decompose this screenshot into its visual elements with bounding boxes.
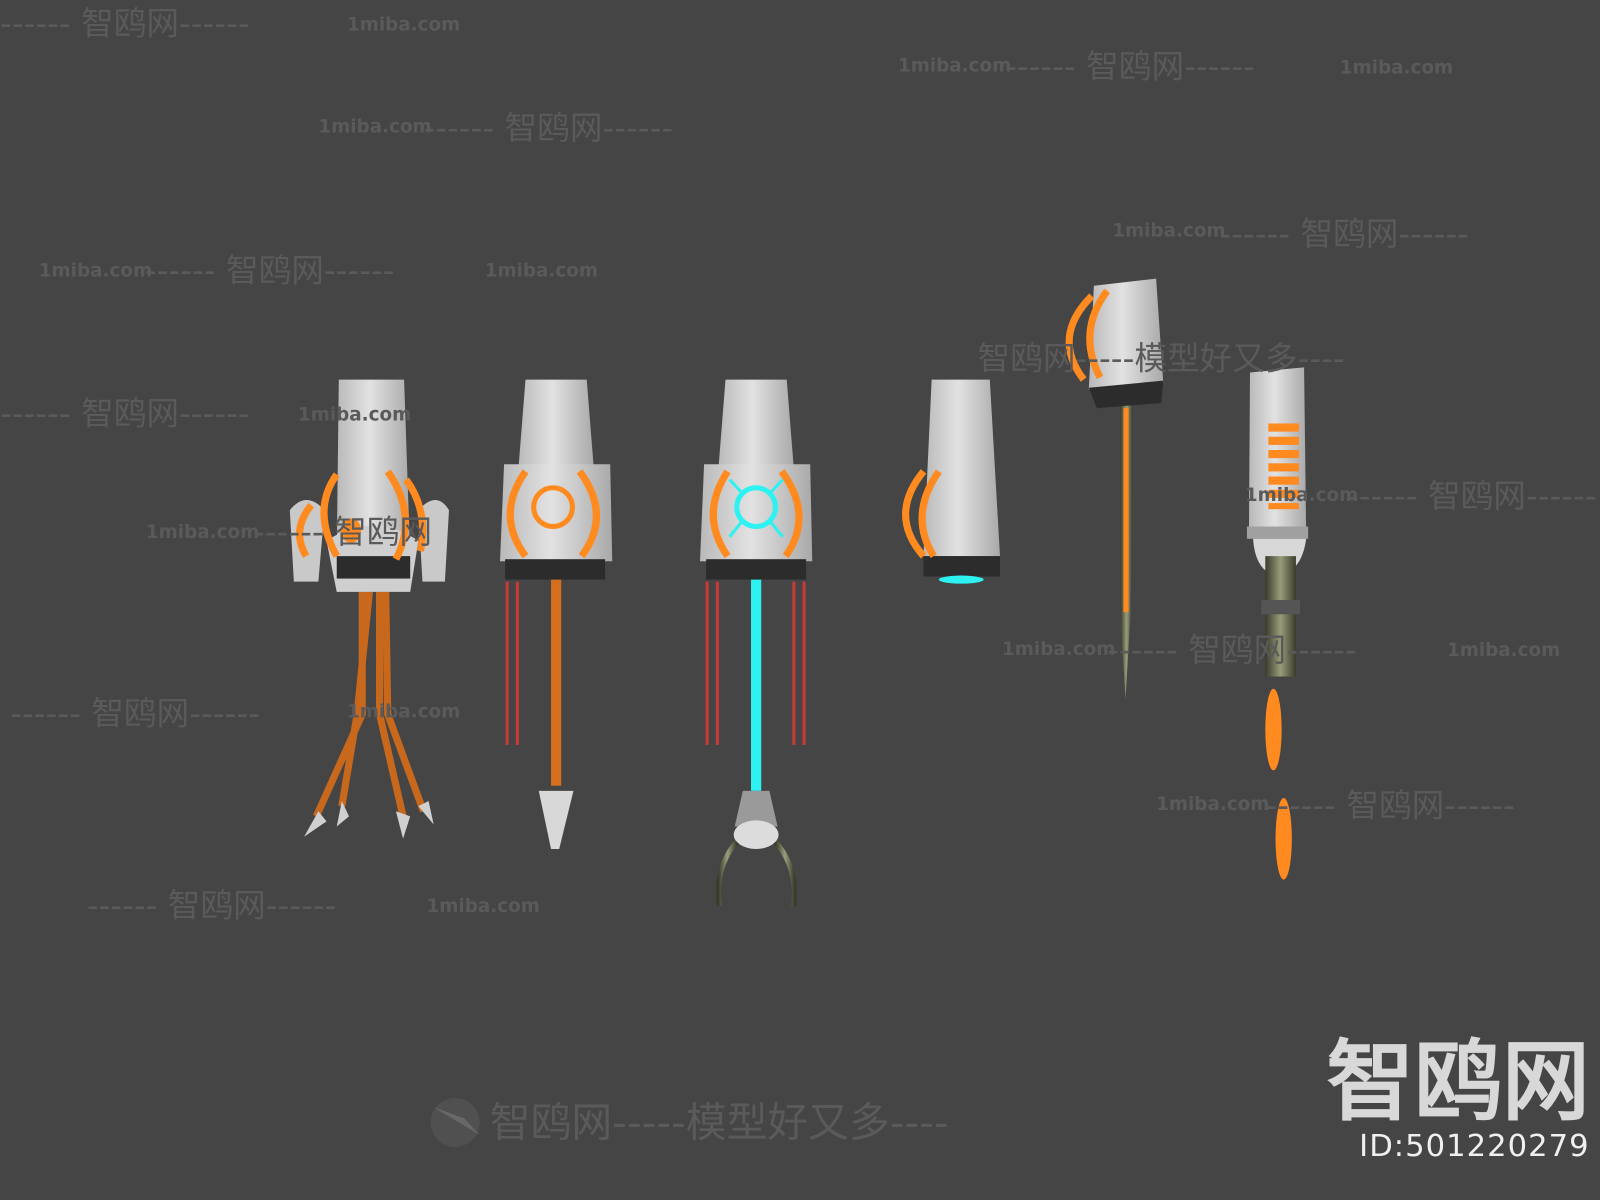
svg-text:------ 智鸥网------: ------ 智鸥网------: [1005, 48, 1255, 86]
svg-text:1miba.com: 1miba.com: [1156, 794, 1269, 815]
projectile: [1265, 688, 1282, 771]
model-needle-drone: [1065, 278, 1164, 699]
corner-logo: 智鸥网 ID:501220279: [1327, 1031, 1590, 1164]
svg-text:1miba.com: 1miba.com: [347, 701, 460, 722]
watermark-layer: ------ 智鸥网------ 1miba.com 1miba.com ---…: [0, 5, 1597, 1147]
svg-text:------ 智鸥网------: ------ 智鸥网------: [1347, 477, 1597, 515]
svg-text:1miba.com: 1miba.com: [1447, 640, 1560, 661]
model-id: ID:501220279: [1359, 1129, 1589, 1164]
svg-text:1miba.com: 1miba.com: [347, 15, 460, 36]
model-spike-drone: [500, 379, 613, 849]
model-tentacle-drone: [289, 379, 449, 839]
svg-text:------ 智鸥网------: ------ 智鸥网------: [0, 5, 250, 43]
svg-text:1miba.com: 1miba.com: [1340, 57, 1453, 78]
svg-text:智鸥网-----模型好又多----: 智鸥网-----模型好又多----: [978, 339, 1345, 377]
svg-text:------ 智鸥网------: ------ 智鸥网------: [423, 109, 673, 147]
svg-text:------ 智鸥网: ------ 智鸥网: [253, 513, 432, 551]
svg-text:1miba.com: 1miba.com: [39, 261, 152, 282]
model-launcher-drone: [1246, 367, 1309, 880]
svg-text:1miba.com: 1miba.com: [898, 55, 1011, 76]
svg-text:------ 智鸥网------: ------ 智鸥网------: [87, 886, 337, 924]
bird-logo-icon: [430, 1097, 480, 1147]
svg-text:1miba.com: 1miba.com: [1245, 485, 1358, 506]
svg-text:1miba.com: 1miba.com: [427, 896, 540, 917]
svg-text:1miba.com: 1miba.com: [298, 404, 411, 425]
svg-text:1miba.com: 1miba.com: [318, 117, 431, 138]
svg-text:智鸥网: 智鸥网: [1327, 1031, 1590, 1133]
svg-text:------ 智鸥网------: ------ 智鸥网------: [1219, 215, 1469, 253]
svg-text:------ 智鸥网------: ------ 智鸥网------: [10, 694, 260, 732]
projectile: [1275, 797, 1292, 880]
svg-text:智鸥网-----模型好又多----: 智鸥网-----模型好又多----: [490, 1099, 949, 1147]
model-cup-drone: [902, 379, 1000, 584]
svg-text:------ 智鸥网------: ------ 智鸥网------: [145, 252, 395, 290]
svg-text:1miba.com: 1miba.com: [485, 261, 598, 282]
svg-text:1miba.com: 1miba.com: [1112, 221, 1225, 242]
svg-text:------ 智鸥网------: ------ 智鸥网------: [1265, 786, 1515, 824]
svg-text:1miba.com: 1miba.com: [1002, 639, 1115, 660]
svg-text:1miba.com: 1miba.com: [146, 522, 259, 543]
svg-text:------ 智鸥网------: ------ 智鸥网------: [1107, 631, 1357, 669]
svg-text:------ 智鸥网------: ------ 智鸥网------: [0, 394, 250, 432]
model-claw-drone: [700, 379, 813, 921]
